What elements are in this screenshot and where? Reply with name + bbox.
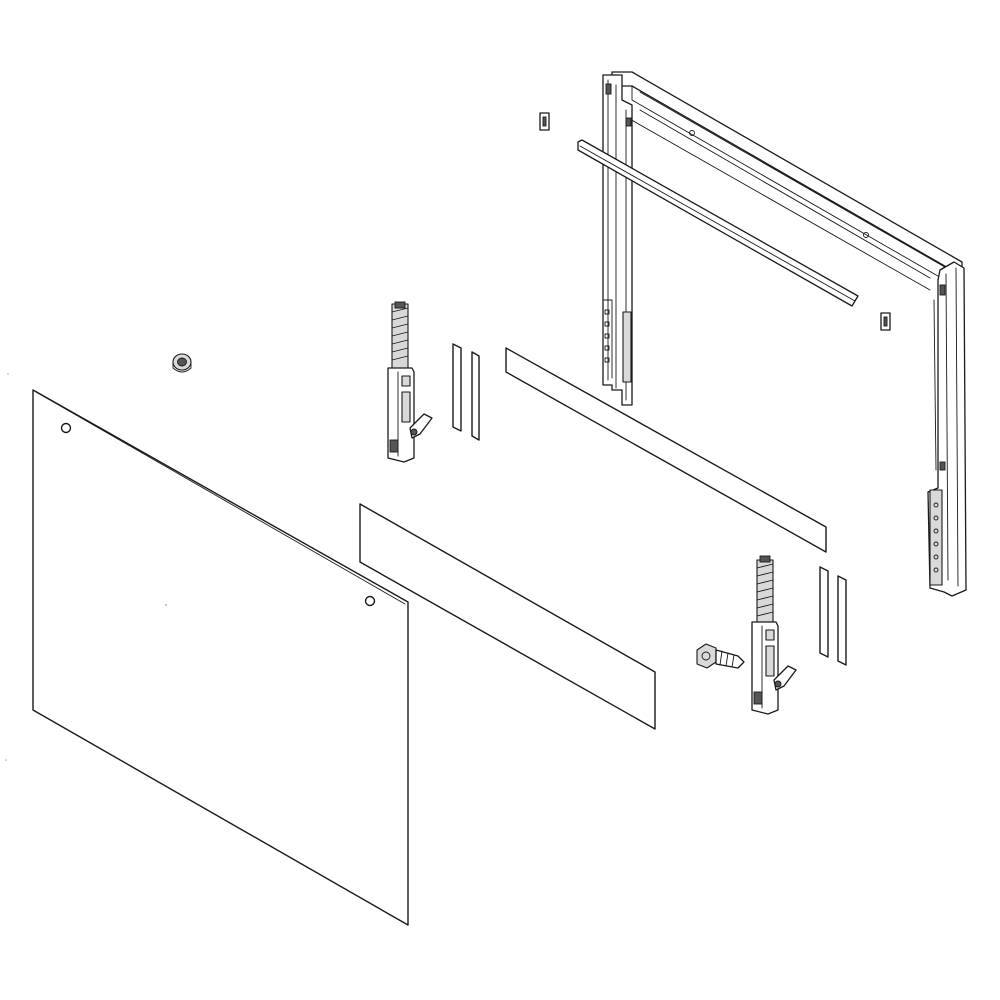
right-hinge-spacer-strips (819, 566, 847, 666)
background-specks (5, 373, 9, 761)
left-hinge-spacer-strips (452, 343, 480, 441)
left-door-hinge (387, 301, 433, 463)
outer-door-glass-panel (32, 389, 409, 926)
middle-glass-panel (359, 503, 656, 730)
mounting-screw (696, 643, 745, 669)
door-bumper (172, 353, 192, 373)
frame-gasket-strip (577, 139, 859, 307)
right-door-hinge (751, 555, 797, 715)
frame-clips (539, 112, 891, 331)
door-frame-assembly (602, 71, 967, 597)
inner-glass-panel (505, 347, 827, 553)
